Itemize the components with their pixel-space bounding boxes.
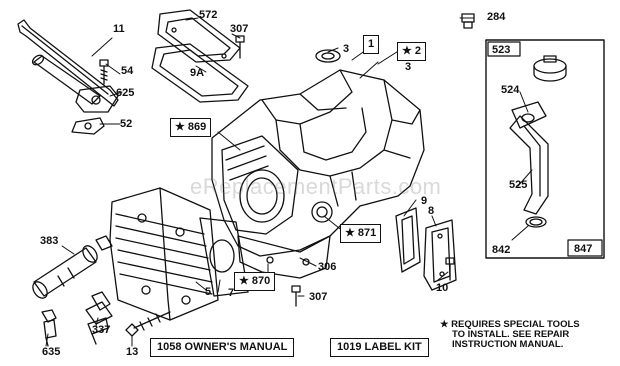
part-label-871: ★ 871 (340, 224, 382, 243)
special-tools-note-line2: TO INSTALL. SEE REPAIR (452, 329, 570, 340)
part-label-523: 523 (492, 44, 511, 56)
part-label-284: 284 (487, 11, 506, 23)
label-kit-box: 1019 LABEL KIT (330, 338, 429, 357)
part-label-572: 572 (199, 9, 218, 21)
tube-and-bracket-drawing (31, 54, 119, 135)
part-label-635: 635 (42, 346, 61, 358)
screw-10-drawing (445, 257, 455, 281)
part-label-869: ★ 869 (170, 118, 212, 137)
part-label-8: 8 (428, 205, 435, 217)
screw-307-top-drawing (235, 35, 245, 59)
head-bolt-drawing (125, 311, 171, 337)
special-tools-note-line3: INSTRUCTION MANUAL. (452, 339, 564, 350)
part-label-2: ★ 2 (397, 42, 427, 61)
part-label-307-top: 307 (230, 23, 249, 35)
spark-plug-drawing (85, 291, 113, 345)
part-label-11: 11 (113, 23, 125, 35)
part-label-5: 5 (205, 286, 212, 298)
side-cover-drawing (395, 207, 457, 291)
part-label-525: 525 (509, 179, 528, 191)
part-label-307-lower: 307 (309, 291, 328, 303)
cylinder-head-drawing (109, 187, 249, 321)
part-label-54: 54 (121, 65, 134, 77)
terminal-635-drawing (41, 309, 57, 347)
oil-seal-drawing (315, 49, 341, 63)
part-label-9: 9 (421, 195, 428, 207)
part-label-3a: 3 (343, 43, 350, 55)
leader-lines (45, 17, 533, 347)
part-label-870: ★ 870 (234, 272, 276, 291)
watermark: eReplacementParts.com (190, 174, 442, 199)
part-label-625: 625 (116, 87, 135, 99)
fill-tube-group-box (485, 39, 605, 259)
part-label-9A: 9A (190, 67, 205, 79)
part-label-337: 337 (92, 324, 111, 336)
bolt-54-drawing (99, 59, 109, 85)
screw-307-lower-drawing (291, 285, 301, 307)
dipstick-tube-drawing (17, 19, 119, 107)
spark-plug-wrench-drawing (32, 235, 113, 299)
part-label-842: 842 (492, 244, 511, 256)
part-label-13: 13 (126, 346, 139, 358)
part-label-383: 383 (40, 235, 59, 247)
special-tools-note-line1: ★ REQUIRES SPECIAL TOOLS (440, 319, 580, 330)
breather-cover-drawing (151, 9, 249, 103)
cap-284-drawing (461, 13, 475, 29)
part-label-306: 306 (318, 261, 337, 273)
part-label-3b: 3 (405, 61, 412, 73)
part-label-1: 1 (363, 35, 380, 54)
part-label-524: 524 (501, 84, 520, 96)
part-label-847: 847 (574, 243, 593, 255)
part-label-52: 52 (120, 118, 133, 130)
part-label-10: 10 (436, 282, 449, 294)
part-label-7: 7 (228, 287, 235, 299)
owners-manual-box: 1058 OWNER'S MANUAL (150, 338, 295, 357)
cylinder-block-drawing (211, 69, 425, 279)
